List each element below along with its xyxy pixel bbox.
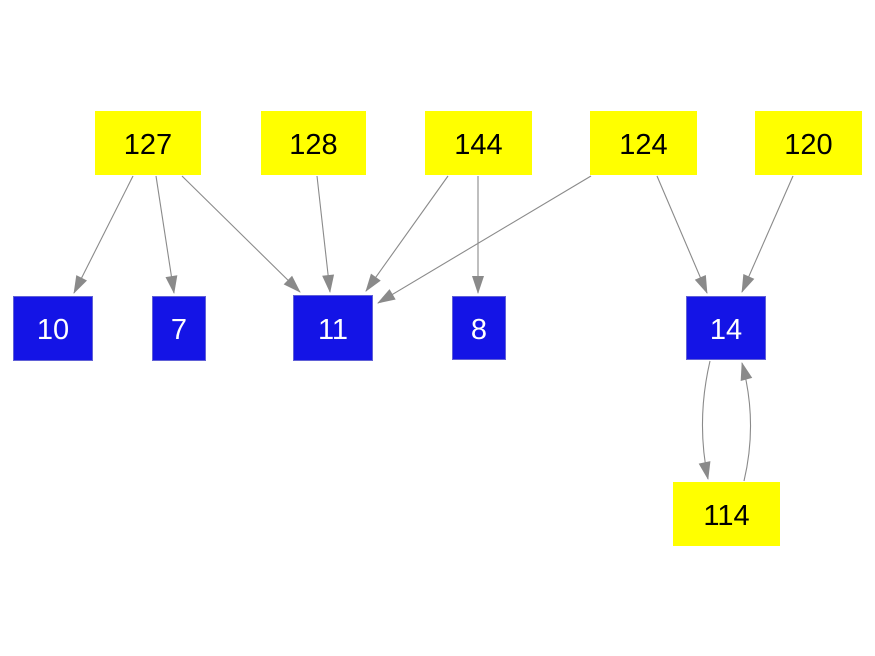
node-label: 144 [454,128,503,161]
node-label: 120 [784,128,833,161]
edge-127-11 [181,175,301,293]
edge-124-14 [656,175,708,294]
node-14: 14 [686,296,766,360]
node-label: 8 [470,313,488,346]
node-10: 10 [13,296,93,361]
edge-144-11 [365,175,449,292]
edge-120-14 [741,175,794,293]
edge-128-11 [316,175,335,293]
node-label: 11 [317,313,349,346]
node-120: 120 [755,111,862,175]
edge-127-10 [73,175,134,294]
node-114: 114 [673,482,780,546]
node-label: 114 [703,499,750,532]
node-7: 7 [152,296,206,361]
node-128: 128 [261,111,366,175]
edge-14-114 [698,360,711,480]
edge-127-7 [155,175,178,294]
node-label: 124 [619,128,668,161]
node-label: 10 [36,314,70,346]
node-label: 128 [289,128,338,161]
edge-group [73,175,794,482]
edge-114-14 [740,362,753,482]
node-124: 124 [590,111,697,175]
node-144: 144 [425,111,532,175]
node-label: 127 [123,128,173,161]
node-label: 7 [170,314,188,346]
edge-124-11 [377,175,592,304]
node-label: 14 [709,313,743,346]
node-11: 11 [293,295,373,361]
node-127: 127 [95,111,201,175]
node-8: 8 [452,296,506,360]
